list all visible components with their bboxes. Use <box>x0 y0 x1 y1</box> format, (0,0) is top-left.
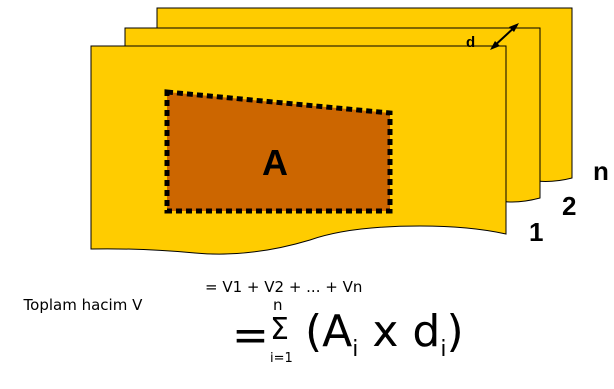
sum-term: (Ai x di) <box>305 306 464 362</box>
layer-label-n: n <box>593 156 609 186</box>
sum-upper-limit: n <box>273 296 283 314</box>
term-open: (A <box>305 306 353 357</box>
sigma-symbol: Σ <box>270 312 289 347</box>
volume-prefix: Toplam hacim V <box>23 296 143 314</box>
area-a-label: A <box>262 142 288 183</box>
thickness-arrowhead-bottom <box>490 41 500 50</box>
term-sub-a: i <box>352 337 359 362</box>
thickness-arrowhead-top <box>509 23 519 32</box>
summation-formula: = n Σ i=1 (Ai x di) <box>232 296 572 386</box>
volume-formula-line: Toplam hacim V = V1 + V2 + ... + Vn <box>14 278 363 332</box>
volume-expansion: = V1 + V2 + ... + Vn <box>205 278 363 296</box>
term-mid: x d <box>358 306 441 357</box>
sum-equals: = <box>232 310 269 361</box>
term-sub-d: i <box>440 337 447 362</box>
thickness-label: d <box>466 34 475 51</box>
term-close: ) <box>446 306 464 357</box>
layer-label-1: 1 <box>529 217 543 247</box>
sum-lower-limit: i=1 <box>270 351 293 366</box>
area-a-region <box>164 89 393 214</box>
layer-label-2: 2 <box>562 191 576 221</box>
